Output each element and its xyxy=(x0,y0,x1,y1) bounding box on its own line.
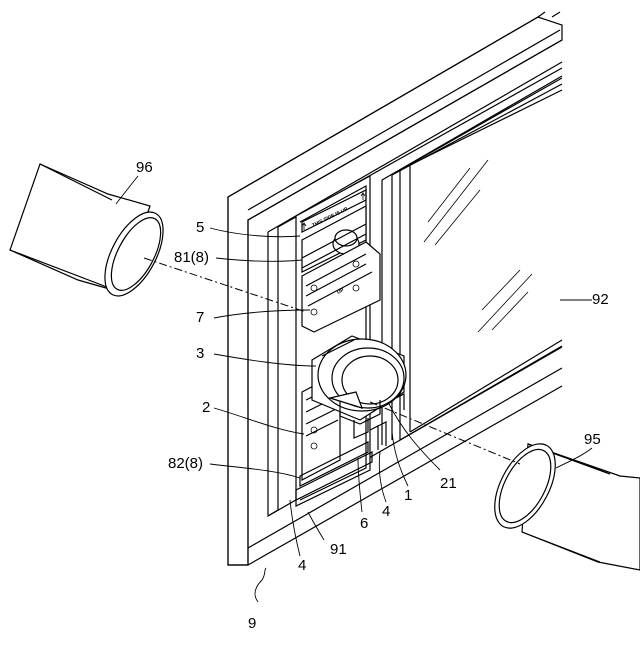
label-1: 1 xyxy=(404,487,412,504)
label-82-8: 82(8) xyxy=(168,455,203,472)
glass-panel-92 xyxy=(400,78,562,440)
label-6: 6 xyxy=(360,515,368,532)
label-96: 96 xyxy=(136,159,153,176)
label-81-8: 81(8) xyxy=(174,249,209,266)
pipe-96 xyxy=(10,164,175,305)
label-91: 91 xyxy=(330,541,347,558)
label-7: 7 xyxy=(196,309,204,326)
label-92: 92 xyxy=(592,291,609,308)
label-5: 5 xyxy=(196,219,204,236)
label-2: 2 xyxy=(202,399,210,416)
label-4-upper: 4 xyxy=(382,503,390,520)
label-21: 21 xyxy=(440,475,457,492)
label-9: 9 xyxy=(248,615,256,632)
pipe-95 xyxy=(482,434,640,570)
label-4-lower: 4 xyxy=(298,557,306,574)
label-95: 95 xyxy=(584,431,601,448)
label-3: 3 xyxy=(196,345,204,362)
